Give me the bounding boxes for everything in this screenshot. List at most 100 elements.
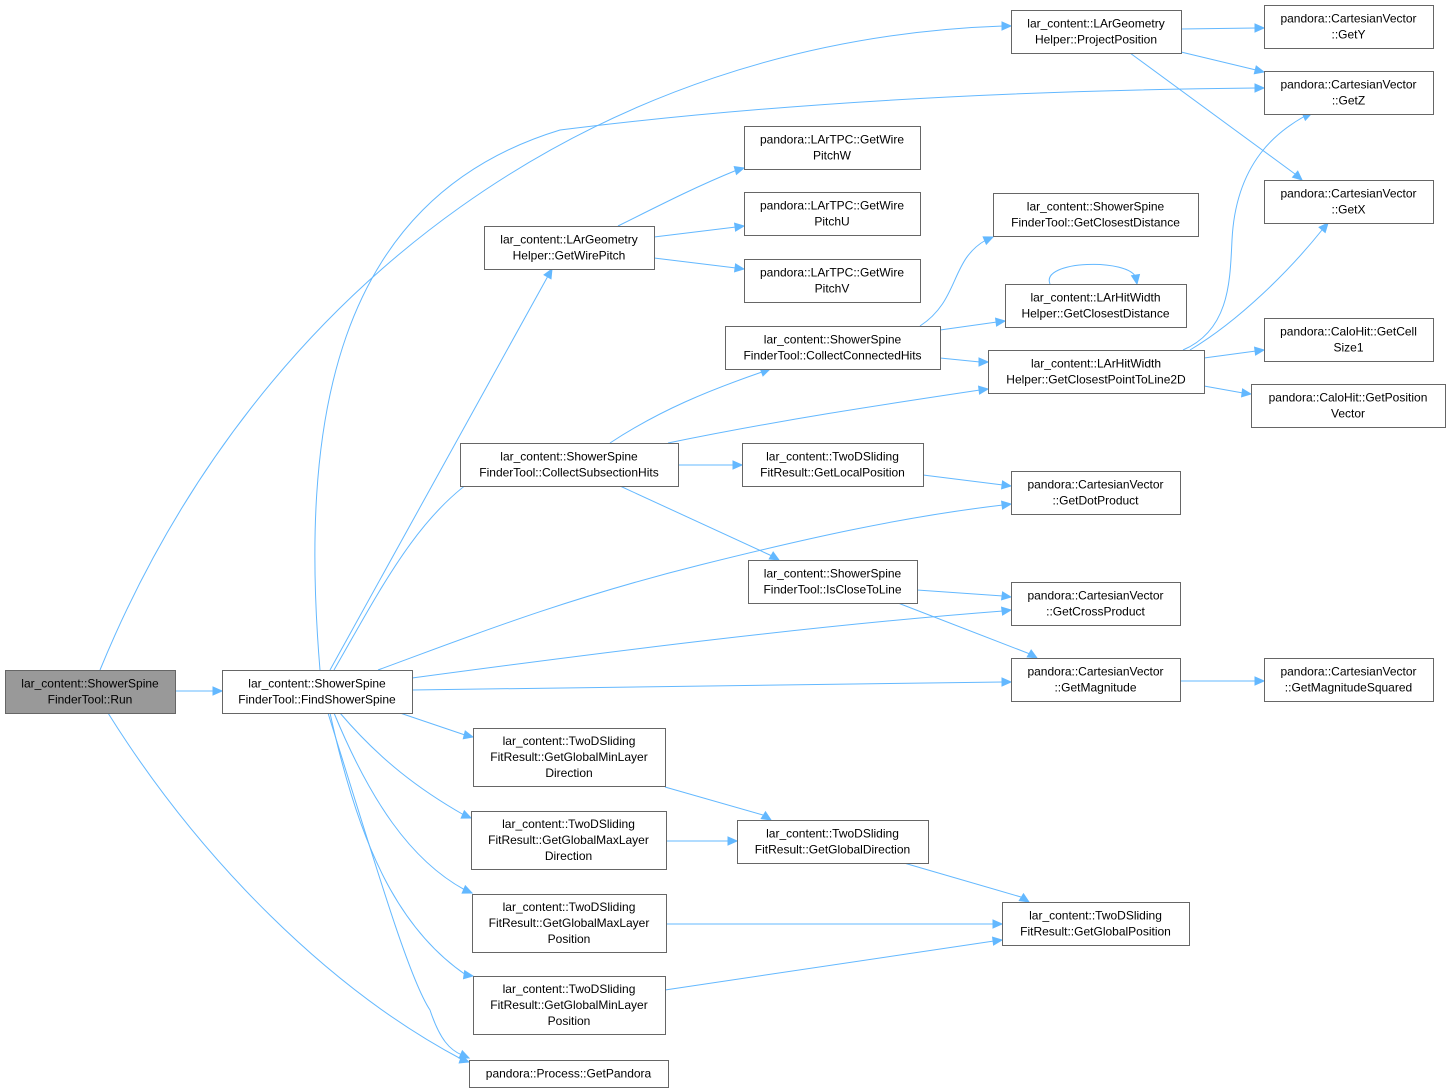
node-box[interactable] — [1264, 71, 1434, 115]
node-label-line: FinderTool::GetClosestDistance — [1011, 216, 1180, 230]
node-getz[interactable]: pandora::CartesianVector::GetZ — [1264, 71, 1434, 115]
edge-collectsub-to-closestpt — [667, 385, 990, 444]
node-box[interactable] — [469, 1060, 669, 1088]
edge-line — [617, 169, 738, 227]
node-maxlayerdir[interactable]: lar_content::TwoDSlidingFitResult::GetGl… — [471, 811, 667, 870]
node-label-line: pandora::CartesianVector — [1027, 589, 1163, 603]
node-box[interactable] — [460, 443, 679, 487]
edge-line — [667, 389, 981, 444]
node-box[interactable] — [744, 192, 921, 236]
node-box[interactable] — [725, 326, 941, 370]
node-box[interactable] — [471, 811, 667, 870]
node-box[interactable] — [1264, 318, 1434, 362]
node-label-line: pandora::CartesianVector — [1027, 665, 1163, 679]
node-minlayerpos[interactable]: lar_content::TwoDSlidingFitResult::GetGl… — [473, 976, 666, 1035]
node-getx[interactable]: pandora::CartesianVector::GetX — [1264, 180, 1434, 224]
edge-collectsub-to-localpos — [678, 460, 744, 470]
node-cross[interactable]: pandora::CartesianVector::GetCrossProduc… — [1011, 582, 1181, 626]
node-box[interactable] — [742, 443, 924, 487]
edge-line — [619, 485, 773, 557]
edge-find-to-collectsub — [333, 468, 494, 671]
edge-arrowhead — [977, 385, 990, 395]
node-label-line: lar_content::LArGeometry — [1027, 17, 1164, 31]
edge-arrowhead — [1000, 480, 1013, 490]
node-magsq[interactable]: pandora::CartesianVector::GetMagnitudeSq… — [1264, 658, 1434, 702]
node-localpos[interactable]: lar_content::TwoDSlidingFitResult::GetLo… — [742, 443, 924, 487]
node-box[interactable] — [473, 976, 666, 1035]
node-label-line: ::GetZ — [1332, 94, 1365, 108]
node-box[interactable] — [737, 820, 929, 864]
edge-line — [1180, 27, 1257, 30]
node-label-line: PitchW — [813, 149, 852, 163]
node-box[interactable] — [988, 350, 1205, 394]
node-label-line: lar_content::ShowerSpine — [764, 333, 902, 347]
node-box[interactable] — [1011, 582, 1181, 626]
edge-getwirepitch-to-pitchw — [617, 166, 746, 227]
node-box[interactable] — [1264, 5, 1434, 49]
node-box[interactable] — [472, 894, 667, 953]
node-globalpos[interactable]: lar_content::TwoDSlidingFitResult::GetGl… — [1002, 902, 1190, 946]
node-collectsub[interactable]: lar_content::ShowerSpineFinderTool::Coll… — [460, 443, 679, 487]
node-projpos[interactable]: lar_content::LArGeometryHelper::ProjectP… — [1011, 10, 1182, 54]
edge-mag-to-magsq — [1180, 676, 1266, 686]
node-hwclosest[interactable]: lar_content::LArHitWidthHelper::GetClose… — [1005, 284, 1187, 328]
node-box[interactable] — [1002, 902, 1190, 946]
node-box[interactable] — [1264, 658, 1434, 702]
node-label-line: lar_content::LArHitWidth — [1031, 357, 1161, 371]
edge-isclose-to-mag — [897, 602, 1039, 659]
node-label-line: lar_content::ShowerSpine — [248, 677, 386, 691]
node-maxlayerpos[interactable]: lar_content::TwoDSlidingFitResult::GetGl… — [472, 894, 667, 953]
edge-arrowhead — [1000, 500, 1013, 510]
edge-arrowhead — [1240, 388, 1253, 398]
node-label-line: pandora::CartesianVector — [1280, 12, 1416, 26]
node-label-line: lar_content::LArGeometry — [500, 233, 637, 247]
node-box[interactable] — [222, 670, 413, 714]
node-box[interactable] — [744, 259, 921, 303]
node-label-line: FinderTool::IsCloseToLine — [763, 583, 901, 597]
edge-run-to-find — [175, 686, 224, 696]
node-globaldir[interactable]: lar_content::TwoDSlidingFitResult::GetGl… — [737, 820, 929, 864]
node-box[interactable] — [993, 193, 1199, 237]
node-box[interactable] — [1251, 384, 1446, 428]
node-label-line: FinderTool::FindShowerSpine — [238, 693, 396, 707]
node-box[interactable] — [473, 728, 666, 787]
node-label-line: lar_content::TwoDSliding — [503, 734, 636, 748]
edge-arrowhead — [1001, 677, 1013, 687]
node-box[interactable] — [1005, 284, 1187, 328]
edge-line — [939, 321, 998, 331]
node-label-line: pandora::LArTPC::GetWire — [760, 266, 904, 280]
node-closestpt[interactable]: lar_content::LArHitWidthHelper::GetClose… — [988, 350, 1205, 394]
node-collectconn[interactable]: lar_content::ShowerSpineFinderTool::Coll… — [725, 326, 941, 370]
edge-line — [1048, 263, 1137, 285]
edge-closestpt-to-getx — [1189, 222, 1329, 351]
node-getwirepitch[interactable]: lar_content::LArGeometryHelper::GetWireP… — [484, 226, 655, 270]
node-box[interactable] — [5, 670, 176, 714]
node-dot[interactable]: pandora::CartesianVector::GetDotProduct — [1011, 471, 1181, 515]
edge-line — [314, 87, 1257, 671]
node-box[interactable] — [748, 560, 918, 604]
node-gety[interactable]: pandora::CartesianVector::GetY — [1264, 5, 1434, 49]
node-box[interactable] — [1011, 471, 1181, 515]
node-box[interactable] — [1011, 10, 1182, 54]
node-getpandora[interactable]: pandora::Process::GetPandora — [469, 1060, 669, 1088]
node-minlayerdir[interactable]: lar_content::TwoDSlidingFitResult::GetGl… — [473, 728, 666, 787]
edge-getwirepitch-to-pitchu — [653, 222, 746, 238]
node-find[interactable]: lar_content::ShowerSpineFinderTool::Find… — [222, 670, 413, 714]
edge-find-to-getwirepitch — [329, 267, 553, 671]
node-label-line: pandora::CaloHit::GetPosition — [1269, 391, 1428, 405]
node-box[interactable] — [1011, 658, 1181, 702]
node-box[interactable] — [484, 226, 655, 270]
edge-arrowhead — [1291, 170, 1303, 181]
node-ssclosest[interactable]: lar_content::ShowerSpineFinderTool::GetC… — [993, 193, 1199, 237]
node-isclose[interactable]: lar_content::ShowerSpineFinderTool::IsCl… — [748, 560, 918, 604]
node-box[interactable] — [744, 126, 921, 170]
node-box[interactable] — [1264, 180, 1434, 224]
node-label-line: Helper::GetClosestPointToLine2D — [1006, 373, 1186, 387]
node-mag[interactable]: pandora::CartesianVector::GetMagnitude — [1011, 658, 1181, 702]
